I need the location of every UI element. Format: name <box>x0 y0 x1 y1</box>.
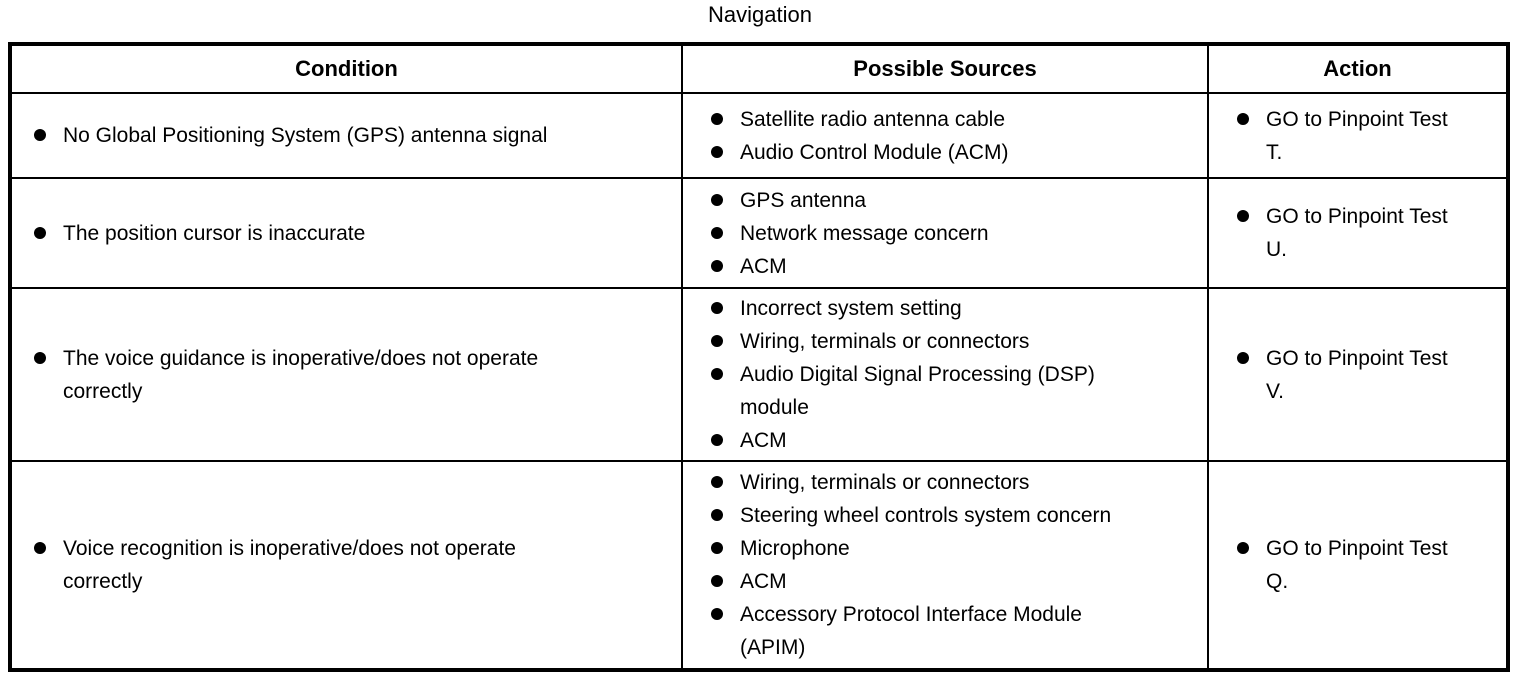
bullet-icon <box>34 542 46 554</box>
list-item-text: GO to Pinpoint Test V. <box>1266 346 1448 403</box>
list-item: No Global Positioning System (GPS) anten… <box>34 119 671 152</box>
bullet-icon <box>1237 112 1249 125</box>
list-item-text: ACM <box>740 254 787 278</box>
action-cell: GO to Pinpoint Test V. <box>1207 287 1506 460</box>
list-item-text: Satellite radio antenna cable <box>740 107 1006 131</box>
bullet-icon <box>711 259 723 272</box>
list-item-text: Wiring, terminals or connectors <box>740 471 1030 494</box>
bullet-icon <box>711 509 723 521</box>
list-item: GO to Pinpoint Test V. <box>1237 342 1496 408</box>
possible-sources-cell: Satellite radio antenna cable Audio Cont… <box>681 92 1207 177</box>
list-item-text: GPS antenna <box>740 188 867 212</box>
list-item-text: Incorrect system setting <box>740 297 962 320</box>
bullet-icon <box>711 542 723 554</box>
possible-sources-cell: Incorrect system setting Wiring, termina… <box>681 287 1207 460</box>
list-item: Microphone <box>711 532 1197 565</box>
header-cell-possible-sources: Possible Sources <box>681 46 1207 92</box>
condition-cell: No Global Positioning System (GPS) anten… <box>12 92 681 177</box>
list-item-text: No Global Positioning System (GPS) anten… <box>63 124 548 147</box>
list-item-text: The voice guidance is inoperative/does n… <box>63 346 539 403</box>
bullet-icon <box>1237 351 1249 364</box>
bullet-icon <box>1237 542 1249 554</box>
bullet-icon <box>711 434 723 446</box>
list-item: Steering wheel controls system concern <box>711 499 1197 532</box>
list-item: Audio Control Module (ACM) <box>711 136 1197 169</box>
list-item: Accessory Protocol Interface Module (API… <box>711 598 1197 664</box>
list-item-text: The position cursor is inaccurate <box>63 221 366 245</box>
bullet-icon <box>711 226 723 239</box>
header-cell-action: Action <box>1207 46 1506 92</box>
list-item: ACM <box>711 565 1197 598</box>
header-cell-condition: Condition <box>295 56 398 81</box>
list-item: The position cursor is inaccurate <box>34 217 671 250</box>
list-item-text: GO to Pinpoint Test T. <box>1266 107 1448 164</box>
list-item: Wiring, terminals or connectors <box>711 325 1197 358</box>
list-item-text: ACM <box>740 570 787 593</box>
bullet-icon <box>1237 210 1249 222</box>
list-item: ACM <box>711 424 1197 457</box>
navigation-diagnostics-table: Condition Possible Sources Action No Glo… <box>8 42 1510 672</box>
list-item: Wiring, terminals or connectors <box>711 466 1197 499</box>
bullet-icon <box>711 476 723 488</box>
condition-cell: Voice recognition is inoperative/does no… <box>12 460 681 668</box>
bullet-icon <box>711 575 723 587</box>
list-item: Network message concern <box>711 217 1197 250</box>
list-item-text: GO to Pinpoint Test Q. <box>1266 537 1448 593</box>
list-item: The voice guidance is inoperative/does n… <box>34 342 671 408</box>
list-item-text: Audio Control Module (ACM) <box>740 140 1009 164</box>
bullet-icon <box>711 193 723 206</box>
list-item-text: Steering wheel controls system concern <box>740 504 1112 527</box>
list-item-text: Audio Digital Signal Processing (DSP) mo… <box>740 363 1095 419</box>
bullet-icon <box>711 112 723 125</box>
list-item: Audio Digital Signal Processing (DSP) mo… <box>711 358 1197 424</box>
bullet-icon <box>34 226 46 239</box>
bullet-icon <box>711 608 723 620</box>
list-item: Voice recognition is inoperative/does no… <box>34 532 671 598</box>
list-item-text: Network message concern <box>740 221 989 245</box>
page-title: Navigation <box>708 2 812 27</box>
list-item: GPS antenna <box>711 184 1197 217</box>
list-item-text: Wiring, terminals or connectors <box>740 330 1030 353</box>
bullet-icon <box>711 368 723 380</box>
bullet-icon <box>34 129 46 141</box>
list-item-text: GO to Pinpoint Test U. <box>1266 205 1448 261</box>
bullet-icon <box>711 335 723 347</box>
list-item-text: Microphone <box>740 537 850 560</box>
condition-cell: The position cursor is inaccurate <box>12 177 681 287</box>
action-cell: GO to Pinpoint Test T. <box>1207 92 1506 177</box>
list-item: GO to Pinpoint Test T. <box>1237 103 1496 169</box>
list-item-text: Accessory Protocol Interface Module (API… <box>740 603 1082 659</box>
list-item: ACM <box>711 250 1197 283</box>
action-cell: GO to Pinpoint Test U. <box>1207 177 1506 287</box>
condition-cell: The voice guidance is inoperative/does n… <box>12 287 681 460</box>
list-item: GO to Pinpoint Test Q. <box>1237 532 1496 598</box>
possible-sources-cell: GPS antenna Network message concern ACM <box>681 177 1207 287</box>
list-item-text: Voice recognition is inoperative/does no… <box>63 537 516 593</box>
bullet-icon <box>711 302 723 314</box>
list-item: GO to Pinpoint Test U. <box>1237 200 1496 266</box>
list-item: Incorrect system setting <box>711 292 1197 325</box>
possible-sources-cell: Wiring, terminals or connectors Steering… <box>681 460 1207 668</box>
list-item-text: ACM <box>740 429 787 452</box>
bullet-icon <box>34 351 46 364</box>
bullet-icon <box>711 145 723 158</box>
list-item: Satellite radio antenna cable <box>711 103 1197 136</box>
action-cell: GO to Pinpoint Test Q. <box>1207 460 1506 668</box>
